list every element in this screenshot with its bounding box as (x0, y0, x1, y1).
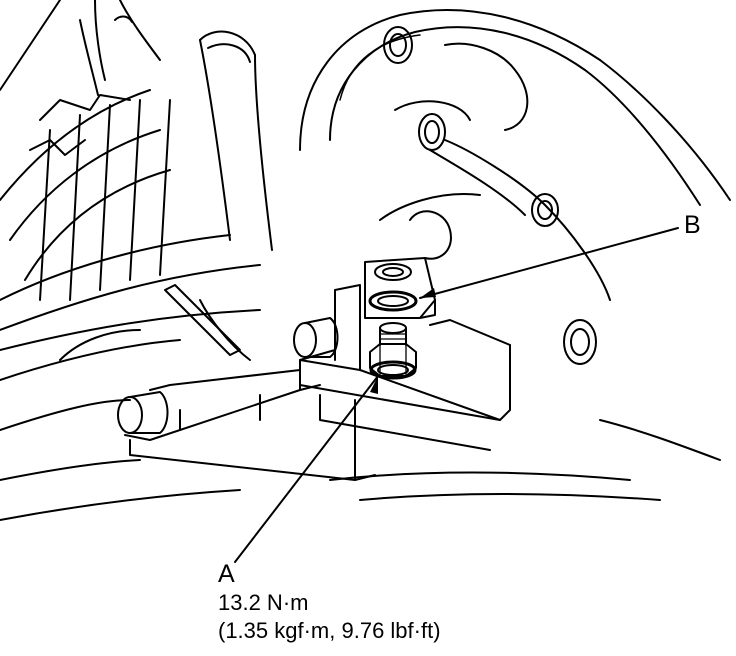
sealing-washer (370, 292, 416, 310)
disc-bolt-holes (384, 27, 596, 364)
torque-spec-imperial: (1.35 kgf·m, 9.76 lbf·ft) (218, 618, 441, 643)
arrowhead-b (420, 288, 436, 298)
mounting-studs (118, 318, 338, 433)
lower-housing (0, 285, 720, 520)
leader-line-b (420, 228, 678, 298)
engine-block (0, 90, 260, 330)
leader-arrowheads (370, 288, 436, 394)
mounting-bracket (125, 285, 510, 480)
callout-a-label: A (218, 560, 235, 588)
arrowhead-a (370, 376, 378, 394)
banjo-bolt (370, 323, 416, 378)
hoses (0, 0, 272, 250)
callout-b-label: B (684, 211, 701, 239)
torque-spec-metric: 13.2 N·m (218, 590, 309, 615)
pulley-disc (300, 10, 730, 300)
leader-line-a (235, 376, 378, 562)
fitting-block (365, 258, 435, 318)
leader-lines (235, 228, 678, 562)
